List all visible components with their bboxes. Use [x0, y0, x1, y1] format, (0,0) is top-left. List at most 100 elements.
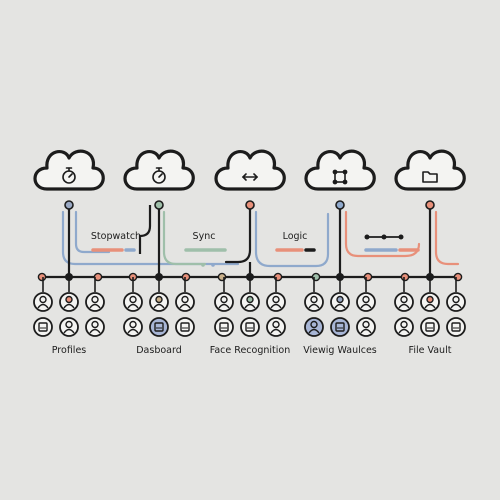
color-wire	[254, 210, 330, 268]
user-avatar	[123, 292, 143, 312]
person-body	[398, 303, 410, 309]
cloud-shape	[214, 149, 286, 191]
avatar-ring	[33, 317, 53, 337]
avatar-ring	[214, 317, 234, 337]
person-icon	[426, 295, 434, 304]
avatar-ring	[330, 317, 350, 337]
connector-label-stopwatch: Stopwatch	[91, 231, 141, 242]
person-icon	[129, 295, 137, 304]
avatar-ring	[240, 317, 260, 337]
user-avatar	[330, 292, 350, 312]
cloud-node	[123, 149, 195, 191]
connector-dot	[398, 234, 404, 240]
color-wire	[162, 210, 207, 266]
person-body	[218, 303, 230, 309]
user-avatar	[394, 317, 414, 337]
group-label-viewing-values: Viewig Waulces	[303, 345, 377, 356]
user-avatar	[240, 292, 260, 312]
stopwatch-icon	[152, 167, 166, 184]
device-icon	[425, 322, 435, 332]
group-label-dashboard: Dasboard	[136, 345, 182, 356]
avatar-ring	[446, 317, 466, 337]
frame-corner	[342, 169, 348, 175]
person-body	[270, 303, 282, 309]
person-body	[360, 303, 372, 309]
user-avatar	[33, 317, 53, 337]
person-icon	[452, 295, 460, 304]
device-icon	[154, 322, 164, 332]
person-icon	[220, 295, 228, 304]
user-avatar	[149, 317, 169, 337]
person-icon	[400, 320, 408, 329]
user-avatar	[356, 317, 376, 337]
person-icon	[181, 295, 189, 304]
person-icon	[336, 295, 344, 304]
person-icon	[362, 320, 370, 329]
user-avatar	[446, 317, 466, 337]
cloud-node	[214, 149, 286, 191]
person-body	[63, 328, 75, 334]
user-avatar	[214, 317, 234, 337]
user-avatar	[304, 317, 324, 337]
person-body	[179, 303, 191, 309]
trunk-wire	[224, 203, 252, 264]
person-body	[37, 303, 49, 309]
frame-corner	[332, 169, 338, 175]
person-icon	[246, 295, 254, 304]
cloud-port	[335, 200, 345, 210]
user-avatar	[85, 292, 105, 312]
cloud-node	[394, 149, 466, 191]
cloud-port	[245, 200, 255, 210]
trunk-wire	[138, 205, 152, 254]
user-avatar	[420, 292, 440, 312]
user-avatar	[330, 317, 350, 337]
group-label-file-vault: File Vault	[409, 345, 452, 356]
person-body	[398, 328, 410, 334]
user-avatar	[304, 292, 324, 312]
person-icon	[400, 295, 408, 304]
person-body	[63, 303, 75, 309]
user-avatar	[175, 292, 195, 312]
person-body	[127, 328, 139, 334]
user-avatar	[149, 292, 169, 312]
group-label-face-recognition: Face Recognition	[210, 345, 290, 356]
person-body	[89, 328, 101, 334]
cloud-port	[425, 200, 435, 210]
user-avatar	[394, 292, 414, 312]
user-avatar	[85, 317, 105, 337]
user-avatar	[175, 317, 195, 337]
person-body	[270, 328, 282, 334]
stopwatch-hand	[68, 173, 73, 178]
avatar-ring	[420, 317, 440, 337]
user-avatar	[356, 292, 376, 312]
device-icon	[335, 322, 345, 332]
people-layer	[33, 292, 466, 337]
folder-icon	[422, 171, 438, 183]
user-avatar	[59, 292, 79, 312]
person-body	[308, 328, 320, 334]
connector-dot	[381, 234, 387, 240]
color-wire	[61, 210, 240, 266]
stopwatch-icon	[62, 167, 76, 184]
person-body	[424, 303, 436, 309]
bus-layer	[37, 272, 463, 292]
connector-label-sync: Sync	[193, 231, 216, 242]
person-icon	[91, 320, 99, 329]
stopwatch-hand	[158, 173, 163, 178]
person-icon	[362, 295, 370, 304]
user-avatar	[446, 292, 466, 312]
person-body	[127, 303, 139, 309]
cloud-port	[154, 200, 164, 210]
person-body	[360, 328, 372, 334]
color-wire	[74, 210, 111, 254]
frame-square	[334, 171, 346, 183]
user-avatar	[420, 317, 440, 337]
cloud-node	[304, 149, 376, 191]
bus-endpoint	[181, 272, 191, 282]
color-wire	[434, 210, 460, 266]
person-body	[244, 303, 256, 309]
device-icon	[180, 322, 190, 332]
frame-corner	[342, 179, 348, 185]
person-icon	[310, 320, 318, 329]
frame-corner	[332, 179, 338, 185]
